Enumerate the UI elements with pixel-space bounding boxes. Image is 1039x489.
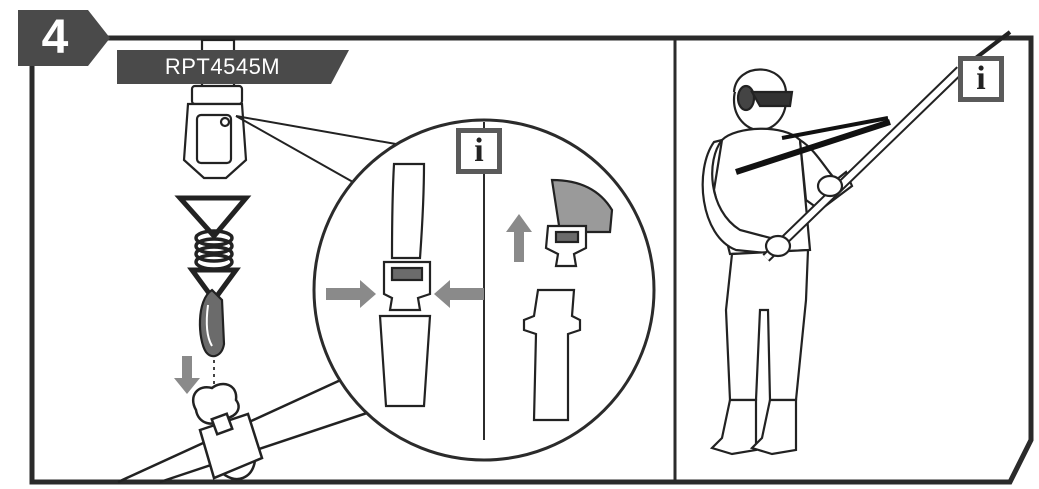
up-arrow-icon (506, 214, 532, 262)
step-number: 4 (41, 11, 69, 64)
info-icon-glyph: i (461, 133, 497, 169)
outer-frame (29, 35, 1034, 485)
push-right-arrow-icon (326, 280, 376, 308)
info-icon: i (456, 128, 502, 174)
step-badge (18, 10, 110, 66)
model-label: RPT4545M (164, 54, 281, 79)
down-arrow-icon (174, 356, 200, 394)
model-tag (117, 50, 349, 84)
detail-magnifier (312, 118, 656, 462)
info-icon-glyph: i (963, 61, 999, 97)
info-icon: i (958, 56, 1004, 102)
operator-figure (701, 30, 1012, 456)
push-left-arrow-icon (434, 280, 484, 308)
harness-clip-assembly (174, 38, 252, 388)
